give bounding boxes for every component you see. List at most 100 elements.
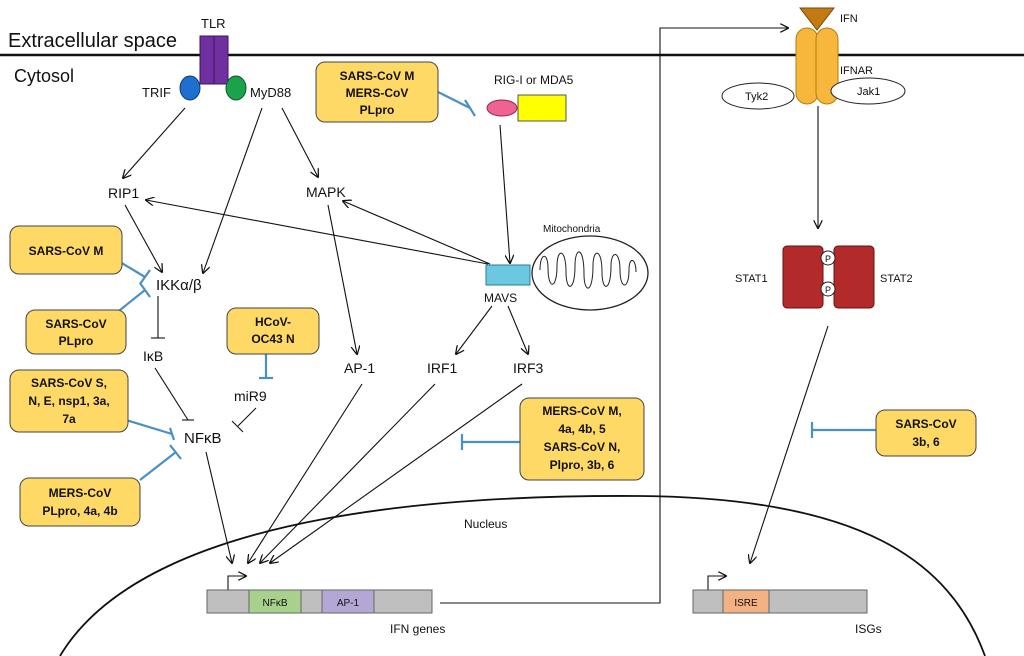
inhibitor-irf-line-2: 4a, 4b, 5 [558,422,606,436]
mitochondrion [531,235,649,311]
inhibitor-nfkb-s-box: SARS-CoV S, N, E, nsp1, 3a, 7a [9,369,129,433]
inhibitor-ikk-m-box: SARS-CoV M [9,225,123,275]
inhibit-rig [437,91,471,109]
inhibit-ikk-m-bar [139,269,151,285]
mir9-inhibit-bar [231,420,244,433]
inhibitor-ikk-m-line-1: SARS-CoV M [29,244,104,258]
tyk2-kinase [721,82,795,110]
inhibit-nfkb-mers-bar [169,444,182,460]
isre-binding-site [722,589,770,614]
ap1-node: AP-1 [344,360,375,376]
arrow-trif-rip1 [123,107,186,178]
ifn-ligand [798,7,836,31]
jak1-label: Jak1 [857,86,880,98]
inhibit-nfkb-mers [139,451,177,481]
stat2-label: STAT2 [880,273,913,285]
arrow-rip1-ikk [124,204,162,272]
nuclear-envelope [59,495,986,656]
isg-gene-bar [692,589,868,614]
mapk-node: MAPK [306,184,346,200]
irf3-node: IRF3 [513,360,544,376]
inhibitor-irf-box: MERS-CoV M, 4a, 4b, 5 SARS-CoV N, Plpro,… [519,397,645,481]
ikb-node: IκB [143,348,163,364]
mitochondrial-cristae [539,251,637,289]
phospho-2 [820,281,836,297]
arrow-ap1-gene [248,383,363,563]
myd88-adapter [225,75,247,101]
inhibitor-stat-box: SARS-CoV 3b, 6 [875,409,977,457]
inhibitor-rig-line-3: PLpro [360,103,395,117]
mitochondria-label: Mitochondria [543,224,601,235]
arrow-mavs-rip1 [146,200,489,265]
tyk2-label: Tyk2 [745,91,768,103]
inhibitor-nfkb-mers-line-2: PLpro, 4a, 4b [42,504,117,518]
arrow-myd88-mapk [281,107,318,177]
arrow-stat-isre [750,325,829,563]
inhibit-nfkb-s-bar [168,427,176,441]
arrow-nfkb-gene [205,451,232,563]
phospho-label-1: P [825,254,831,264]
inhibitor-stat-line-2: 3b, 6 [912,435,940,449]
trif-adapter [179,75,201,101]
nfkb-node: NFκB [184,430,222,447]
arrow-irf1-gene [260,383,436,563]
phospho-label-2: P [825,285,831,295]
inhibitor-irf-line-4: Plpro, 3b, 6 [550,458,615,472]
ifn-tss-arrow [227,576,246,590]
inhibitor-nfkb-mers-box: MERS-CoV PLpro, 4a, 4b [19,477,141,527]
inhibition-lines [109,91,876,481]
arrow-rig-mavs [499,124,510,263]
myd88-label: MyD88 [250,85,291,100]
inhibitor-rig-box: SARS-CoV M MERS-CoV PLpro [315,61,439,123]
nfkb-site-label: NFκB [263,598,288,609]
mir9-node: miR9 [234,388,267,404]
ifn-gene-bar [206,589,433,614]
isgs-label: ISGs [855,622,882,636]
rip1-node: RIP1 [108,185,139,201]
phospho-1 [820,250,836,266]
arrow-mavs-irf3 [507,305,528,354]
inhibitor-nfkb-s-line-1: SARS-CoV S, [31,376,107,390]
inhibitor-ikk-plpro-line-2: PLpro [59,334,94,348]
inhibit-rig-bar [464,99,476,117]
ifnar-chain-2 [815,27,839,105]
inhibit-ikk-m [119,261,146,278]
ifn-genes-label: IFN genes [390,622,445,636]
ap1-binding-site [321,589,375,614]
stat2-protein [833,245,875,309]
arrow-mavs-irf1 [456,305,493,354]
stat1-protein [782,245,824,309]
inhibitor-oc43-line-1: HCoV- [255,315,291,329]
inhibit-ikk-plpro-bar [139,282,151,298]
arrow-myd88-ikk [203,107,263,273]
arrow-mapk-ap1 [327,204,357,354]
mavs-protein [485,264,531,286]
signal-arrows [123,28,829,604]
ifnar-chain-1 [795,27,819,105]
inhibitor-irf-line-1: MERS-CoV M, [542,404,621,418]
rig-card-domain [517,94,567,122]
inhibitor-oc43-line-2: OC43 N [251,332,294,346]
ifnar-label: IFNAR [840,65,873,77]
inhibit-nfkb-s [125,418,173,436]
inhibitor-nfkb-s-line-3: 7a [62,412,76,426]
jak1-kinase [830,77,906,105]
inhibitor-rig-line-1: SARS-CoV M [340,69,415,83]
inhibitor-rig-line-2: MERS-CoV [346,86,409,100]
rig-helicase [486,99,518,117]
mavs-label: MAVS [484,291,517,305]
inhibitor-oc43-box: HCoV- OC43 N [226,307,320,355]
rig-label: RIG-I or MDA5 [494,73,574,87]
arrow-irf3-gene [270,383,523,563]
ap1-site-label: AP-1 [337,598,360,609]
cytosol-label: Cytosol [14,66,74,86]
mir9-inhibits-nfkb [237,407,257,427]
ikk-node: IKKα/β [156,277,202,294]
isre-label: ISRE [734,598,758,609]
inhibitor-ikk-plpro-line-1: SARS-CoV [45,317,106,331]
irf1-node: IRF1 [427,360,458,376]
stat1-label: STAT1 [735,273,768,285]
inhibitor-nfkb-s-line-2: N, E, nsp1, 3a, [28,394,109,408]
inhibitor-irf-line-3: SARS-CoV N, [544,440,621,454]
